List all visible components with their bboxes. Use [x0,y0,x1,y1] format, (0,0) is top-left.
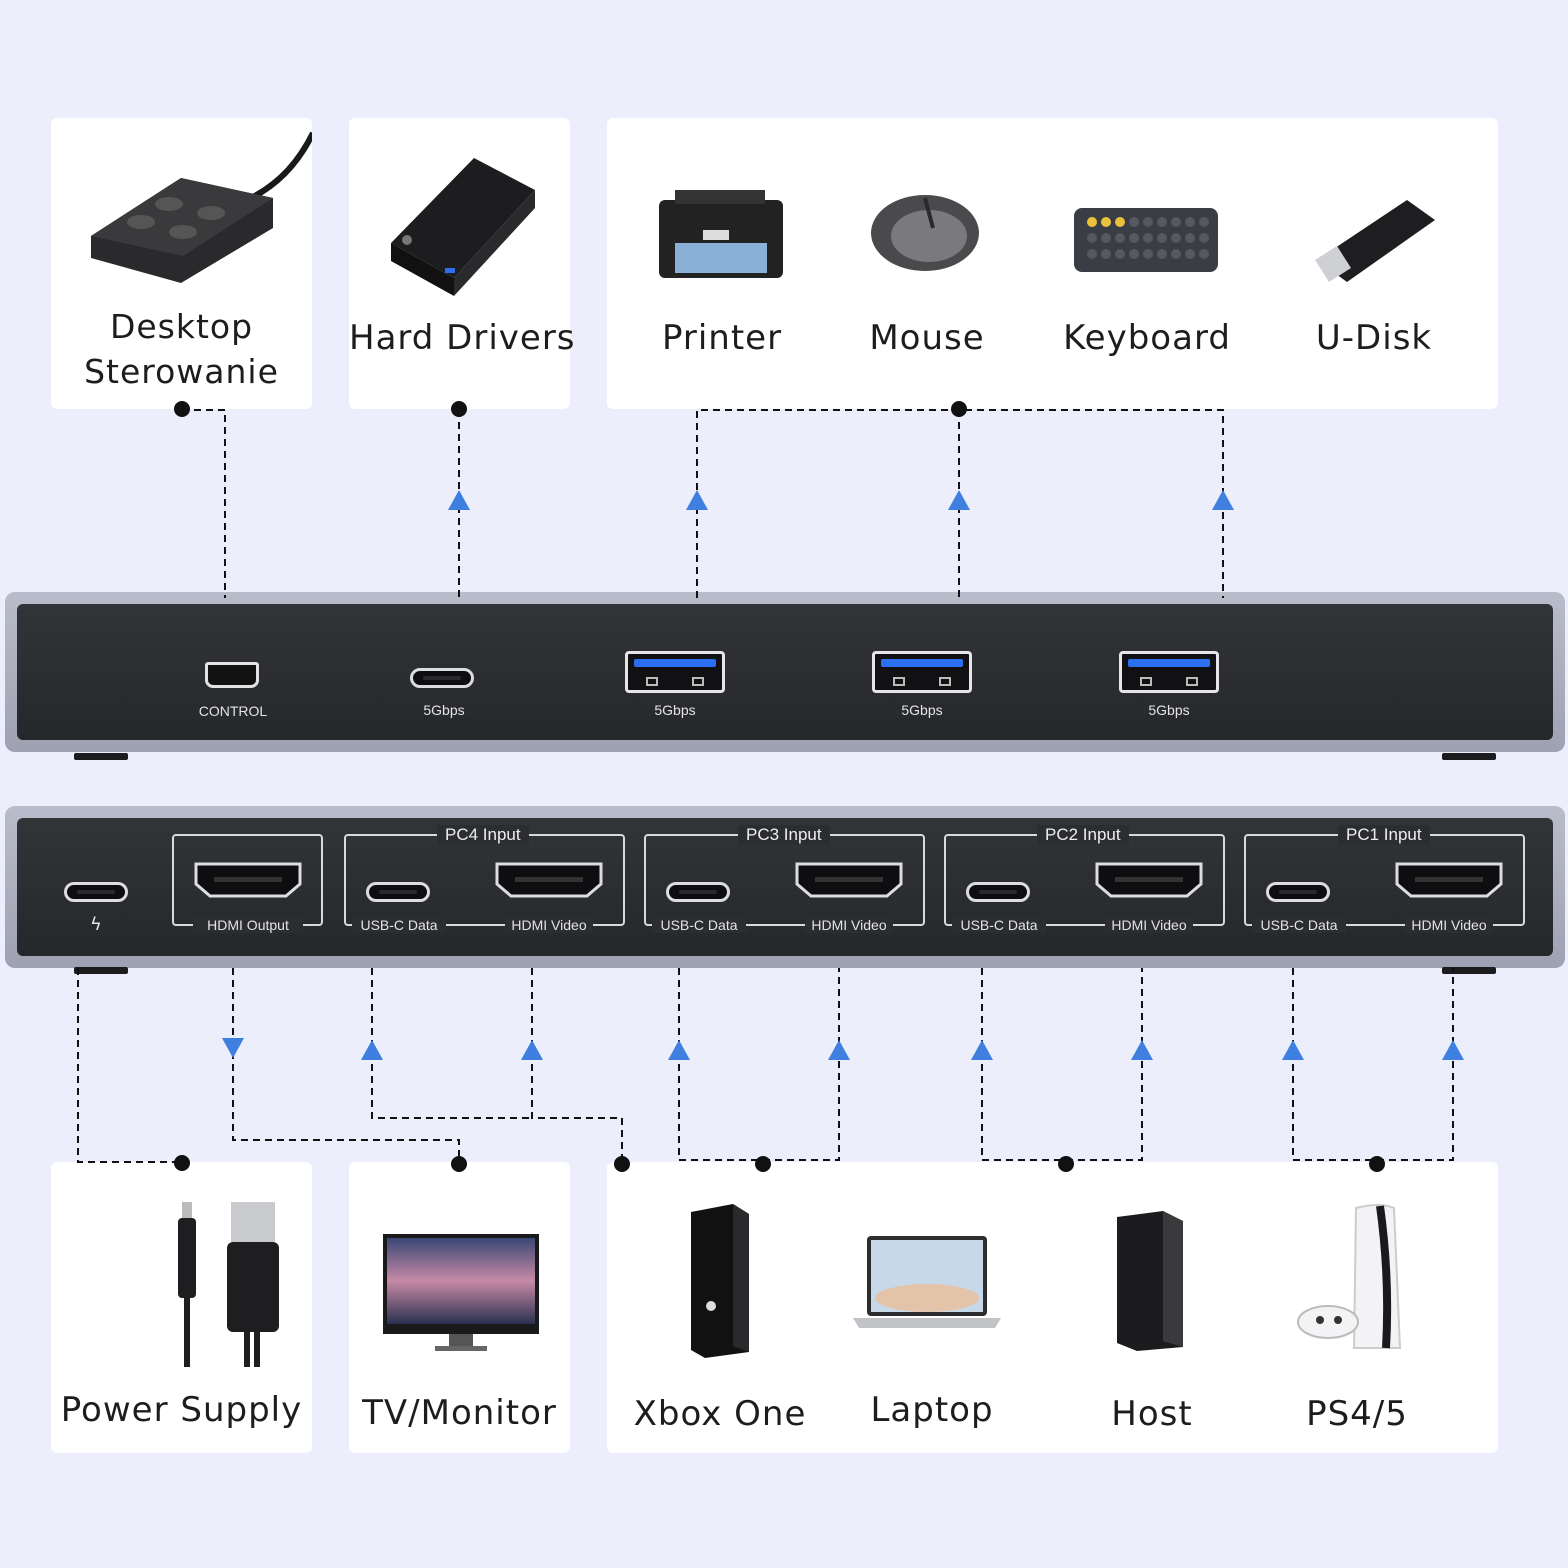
control-port [205,662,259,688]
card-tv-monitor: TV/Monitor [349,1162,570,1453]
usba-port-1 [625,651,725,693]
xbox-image [691,1204,749,1358]
laptop-image [853,1236,1001,1328]
card-power-supply: Power Supply [51,1162,312,1453]
u-disk-label: U-Disk [1315,318,1433,358]
rear-foot-left [74,967,128,974]
lightning-bolt-icon: ϟ [90,914,102,935]
pc3-hdmi-port [795,862,903,898]
ps-label: PS4/5 [1306,1394,1408,1434]
keyboard-label: Keyboard [1063,318,1231,358]
card-hard-drivers: Hard Drivers [349,118,576,409]
pc2-usbc-port [966,882,1030,902]
front-usbc-port [410,668,474,688]
card-usb-peripherals: Printer Mouse Keyboard U-Disk [607,118,1498,409]
pc1-usbc-label: USB-C Data [1252,917,1346,933]
pc2-hdmi-port [1095,862,1203,898]
hard-drive-image [391,158,535,296]
pc3-input-title: PC3 Input [738,825,830,845]
pc4-hdmi-label: HDMI Video [505,917,593,933]
pc3-hdmi-label: HDMI Video [805,917,893,933]
usba-port-1-speed: 5Gbps [654,702,696,718]
rear-foot-right [1442,967,1496,974]
kvm-front-panel [5,592,1565,752]
host-label: Host [1111,1394,1193,1434]
laptop-label: Laptop [870,1390,994,1430]
power-cable-image [51,1202,279,1372]
pc1-usbc-port [1266,882,1330,902]
usba-port-2 [872,651,972,693]
pc4-hdmi-port [495,862,603,898]
usba-port-3-speed: 5Gbps [1148,702,1190,718]
control-port-label: CONTROL [198,703,268,719]
tv-monitor-label: TV/Monitor [362,1393,557,1433]
printer-label: Printer [661,318,783,358]
card-desktop-control: Desktop Sterowanie [51,118,312,409]
pc1-input-title: PC1 Input [1338,825,1430,845]
hard-drivers-label: Hard Drivers [349,318,576,358]
pc3-usbc-port [666,882,730,902]
front-foot-right [1442,753,1496,760]
pc4-usbc-port [366,882,430,902]
power-supply-label: Power Supply [60,1390,303,1430]
u-disk-image [1315,200,1435,282]
front-usbc-speed: 5Gbps [423,702,465,718]
card-computers-consoles: Xbox One Laptop Host PS4/5 [607,1162,1498,1453]
usba-port-3 [1119,651,1219,693]
usba-port-2-speed: 5Gbps [901,702,943,718]
ps5-image [1297,1204,1402,1349]
printer-image [659,190,783,278]
mouse-image [871,195,979,271]
desktop-control-image [91,131,312,283]
pc1-hdmi-port [1395,862,1503,898]
pc1-hdmi-label: HDMI Video [1405,917,1493,933]
keyboard-image [1074,208,1218,272]
xbox-label: Xbox One [633,1394,807,1434]
front-panel-face [17,604,1553,740]
monitor-image [383,1234,539,1351]
pc2-input-title: PC2 Input [1037,825,1129,845]
pc4-usbc-label: USB-C Data [352,917,446,933]
desktop-control-label: Desktop Sterowanie [84,307,279,391]
hdmi-output-label: HDMI Output [193,917,303,933]
power-usbc-port [64,882,128,902]
host-pc-image [1117,1211,1183,1351]
pc2-hdmi-label: HDMI Video [1105,917,1193,933]
hdmi-output-port [194,862,302,898]
front-foot-left [74,753,128,760]
pc3-usbc-label: USB-C Data [652,917,746,933]
pc2-usbc-label: USB-C Data [952,917,1046,933]
mouse-label: Mouse [869,318,985,358]
pc4-input-title: PC4 Input [437,825,529,845]
